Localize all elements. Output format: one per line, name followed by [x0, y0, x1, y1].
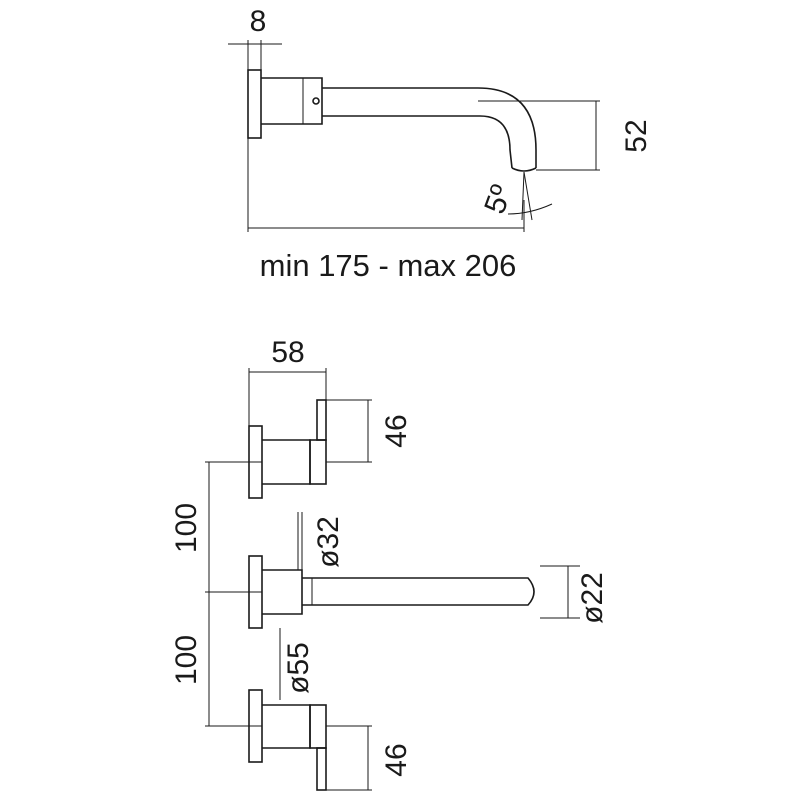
dim-flange-thickness: 8 [250, 5, 267, 38]
bottom-handle-collar [309, 704, 327, 749]
bottom-handle [248, 689, 327, 791]
dim-body-width: 58 [271, 336, 304, 369]
spout-body [262, 569, 303, 615]
top-handle [248, 399, 327, 499]
top-handle-lever [316, 399, 327, 441]
dim-rosette-diameter: ø55 [282, 642, 315, 694]
side-spout-bottom [322, 115, 513, 169]
side-body-screw [312, 97, 320, 105]
spout-assembly [248, 555, 535, 629]
side-view: 8 52 5º min 175 - max 206 [228, 5, 653, 283]
bottom-handle-body [262, 704, 311, 749]
side-spout-tip [511, 167, 537, 172]
dim-spacing-upper: 100 [170, 503, 203, 553]
top-handle-collar [309, 439, 327, 485]
dim-projection: min 175 - max 206 [260, 248, 517, 283]
dim-handle-height-bottom: 46 [380, 743, 413, 776]
side-wall-flange [247, 69, 262, 139]
dim-spout-drop: 52 [620, 119, 653, 152]
spout-tube [302, 577, 535, 606]
dim-spout-diameter: ø22 [576, 572, 609, 624]
side-spout-top [322, 87, 537, 168]
dim-angle-ref-vertical [521, 171, 525, 221]
dim-angle-ref-tilted [523, 171, 533, 221]
dim-angle-arc [507, 203, 553, 215]
front-view: 58 46 100 100 ø32 ø55 ø22 46 [170, 336, 609, 791]
dim-spacing-lower: 100 [170, 635, 203, 685]
side-body [261, 77, 323, 125]
dim-angle: 5º [478, 181, 518, 218]
dim-collar-diameter: ø32 [312, 516, 345, 568]
dim-handle-height-top: 46 [380, 414, 413, 447]
bottom-handle-lever [316, 747, 327, 791]
top-handle-body [262, 439, 311, 485]
